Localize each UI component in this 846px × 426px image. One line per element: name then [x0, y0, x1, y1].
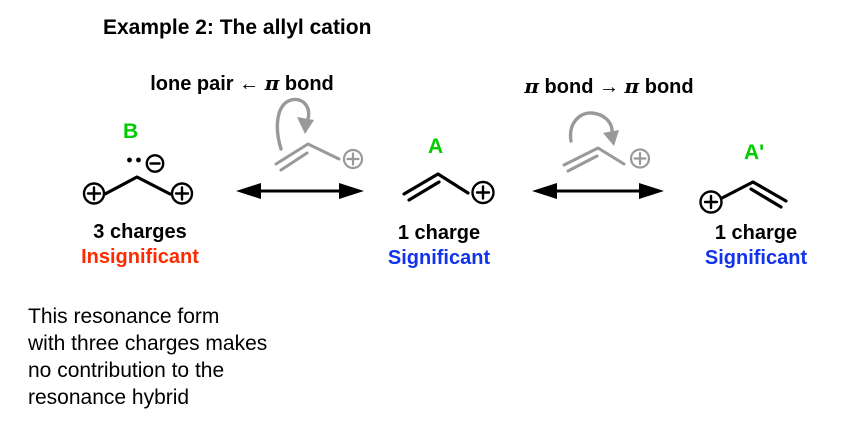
label-text: bond →: [539, 76, 625, 98]
ghost-allyl-curly-arrow-left: [274, 97, 364, 172]
curly-arrowhead-icon: [603, 130, 619, 146]
curly-arrowhead-icon: [297, 117, 314, 134]
mechanism-label-pi-bond-to-pi-bond: π bond → π bond: [506, 74, 712, 99]
caption-structure-b: 3 charges Insignificant: [50, 220, 230, 270]
structure-letter-b: B: [123, 120, 139, 143]
structure-a-prime-skeleton: [699, 180, 788, 214]
charge-count-label: 1 charge: [397, 222, 481, 244]
lone-pair-icon: [127, 157, 132, 163]
resonance-arrow-icon: [236, 183, 364, 199]
note-line: resonance hybrid: [28, 386, 190, 409]
plus-charge-icon: [342, 148, 364, 170]
significance-label: Significant: [704, 247, 808, 269]
significance-label: Significant: [387, 247, 491, 269]
minus-charge-icon: [145, 154, 165, 173]
plus-charge-icon: [170, 182, 194, 205]
bond-lines: [274, 142, 341, 166]
pi-symbol: π: [624, 74, 640, 98]
caption-structure-a-prime: 1 charge Significant: [666, 221, 846, 271]
label-text: bond: [639, 76, 694, 98]
resonance-arrow-icon: [532, 183, 664, 199]
structure-letter-a: A: [428, 135, 444, 158]
ghost-allyl-curly-arrow-right: [562, 111, 651, 173]
structure-b-skeleton: [82, 154, 194, 205]
note-line: This resonance form: [28, 305, 220, 328]
charge-count-label: 3 charges: [93, 221, 187, 243]
bond-lines: [402, 172, 470, 196]
pi-symbol: π: [264, 71, 280, 95]
pi-symbol: π: [524, 74, 539, 98]
plus-charge-icon: [82, 182, 106, 205]
bond-lines: [720, 180, 788, 203]
caption-structure-a: 1 charge Significant: [349, 221, 529, 271]
annotation-note: This resonance form with three charges m…: [28, 303, 267, 411]
structure-a-skeleton: [402, 172, 495, 205]
mechanism-label-lone-pair-from-pi-bond: lone pair ← π bond: [138, 71, 346, 96]
charge-count-label: 1 charge: [714, 222, 798, 244]
curly-arrow-icon: [275, 97, 311, 151]
double-bond-line: [407, 180, 441, 202]
label-text: lone pair ←: [150, 73, 265, 95]
double-bond-line: [749, 187, 783, 209]
plus-charge-icon: [471, 180, 495, 205]
note-line: no contribution to the: [28, 359, 225, 382]
page-title: Example 2: The allyl cation: [103, 16, 372, 39]
label-text: bond: [279, 73, 334, 95]
plus-charge-icon: [699, 190, 723, 214]
lone-pair-icon: [136, 157, 141, 163]
plus-charge-icon: [629, 148, 651, 169]
bond-lines: [562, 146, 626, 167]
double-bond-line: [279, 151, 309, 172]
curly-arrow-icon: [568, 111, 614, 143]
note-line: with three charges makes: [28, 332, 268, 355]
significance-label: Insignificant: [81, 246, 199, 268]
bond-lines: [103, 175, 172, 196]
structure-letter-a-prime: A': [744, 141, 765, 164]
double-bond-line: [566, 154, 599, 173]
